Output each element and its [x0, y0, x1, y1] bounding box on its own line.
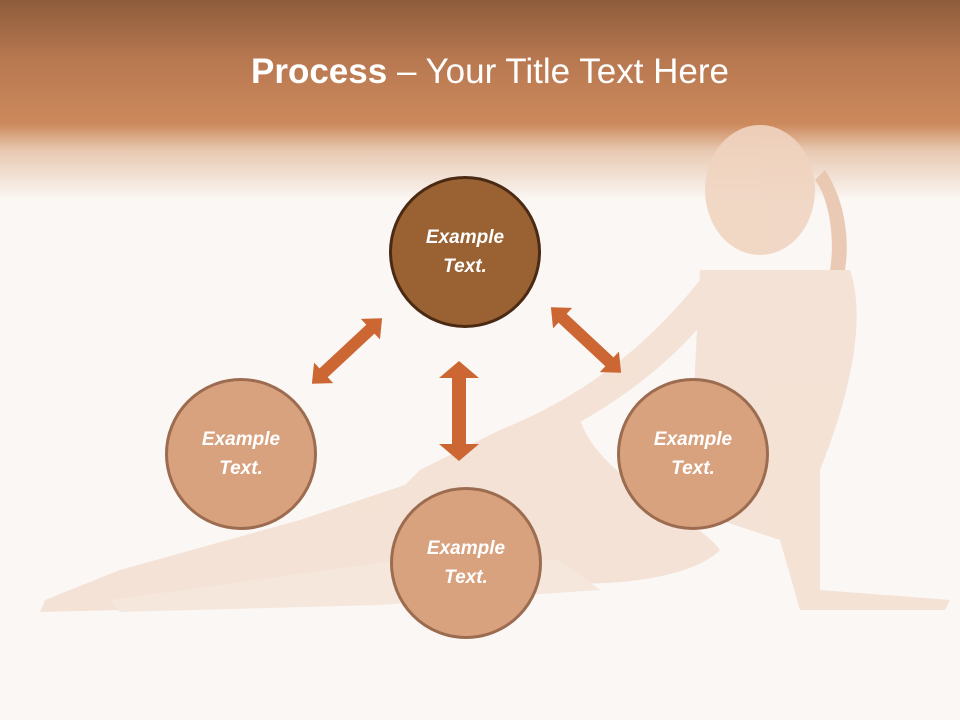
process-circle-top[interactable]: Example Text.: [389, 176, 541, 328]
arrow-left-diagonal: [311, 318, 383, 384]
arrow-right-diagonal: [550, 307, 622, 373]
title-bold: Process: [251, 52, 388, 91]
process-circle-right[interactable]: Example Text.: [617, 378, 769, 530]
process-circle-left[interactable]: Example Text.: [165, 378, 317, 530]
circle-text: Example Text.: [201, 429, 281, 479]
circle-text: Example Text.: [653, 429, 733, 479]
process-circle-bottom[interactable]: Example Text.: [390, 487, 542, 639]
circle-text: Example Text.: [426, 538, 506, 588]
circle-text: Example Text.: [425, 227, 505, 277]
title-rest: – Your Title Text Here: [387, 52, 729, 91]
arrow-vertical: [439, 361, 479, 461]
slide-title: Process – Your Title Text Here: [0, 52, 960, 92]
